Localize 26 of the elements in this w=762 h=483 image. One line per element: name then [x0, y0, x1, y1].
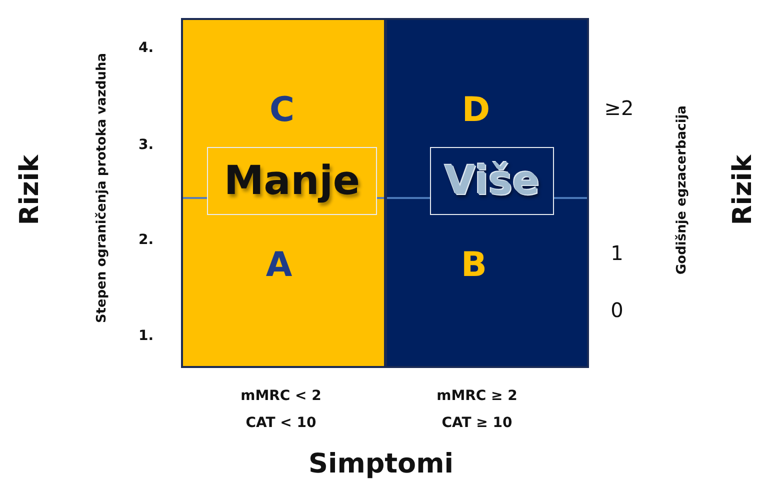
- category-label: Manje: [224, 158, 360, 204]
- axis-label: Stepen ograničenja protoka vazduha: [94, 52, 110, 324]
- axis-tick-label: 4.: [138, 40, 154, 56]
- axis-tick-label: 0: [610, 298, 624, 322]
- quadrant-panel: [181, 18, 386, 368]
- category-label: Više: [444, 158, 540, 204]
- group-letter: C: [270, 90, 294, 130]
- label-box: [430, 147, 554, 215]
- axis-tick-label: 1: [610, 241, 624, 265]
- axis-title: Rizik: [15, 154, 45, 226]
- column-label: mMRC ≥ 2: [436, 388, 518, 404]
- axis-label: Godišnje egzacerbacija: [674, 105, 690, 275]
- column-label: mMRC < 2: [240, 388, 322, 404]
- label-box: [207, 147, 377, 215]
- axis-tick-label: 3.: [138, 137, 154, 153]
- column-label: CAT < 10: [246, 415, 316, 431]
- axis-title: Simptomi: [308, 448, 454, 480]
- group-letter: B: [461, 245, 487, 285]
- group-letter: A: [266, 245, 292, 285]
- axis-tick-label: 2.: [138, 232, 154, 248]
- quadrant-panel: [385, 18, 589, 368]
- axis-title: Rizik: [728, 154, 758, 226]
- axis-tick-label: ≥2: [604, 96, 634, 120]
- column-label: CAT ≥ 10: [442, 415, 512, 431]
- group-letter: D: [462, 90, 490, 130]
- axis-tick-label: 1.: [138, 328, 154, 344]
